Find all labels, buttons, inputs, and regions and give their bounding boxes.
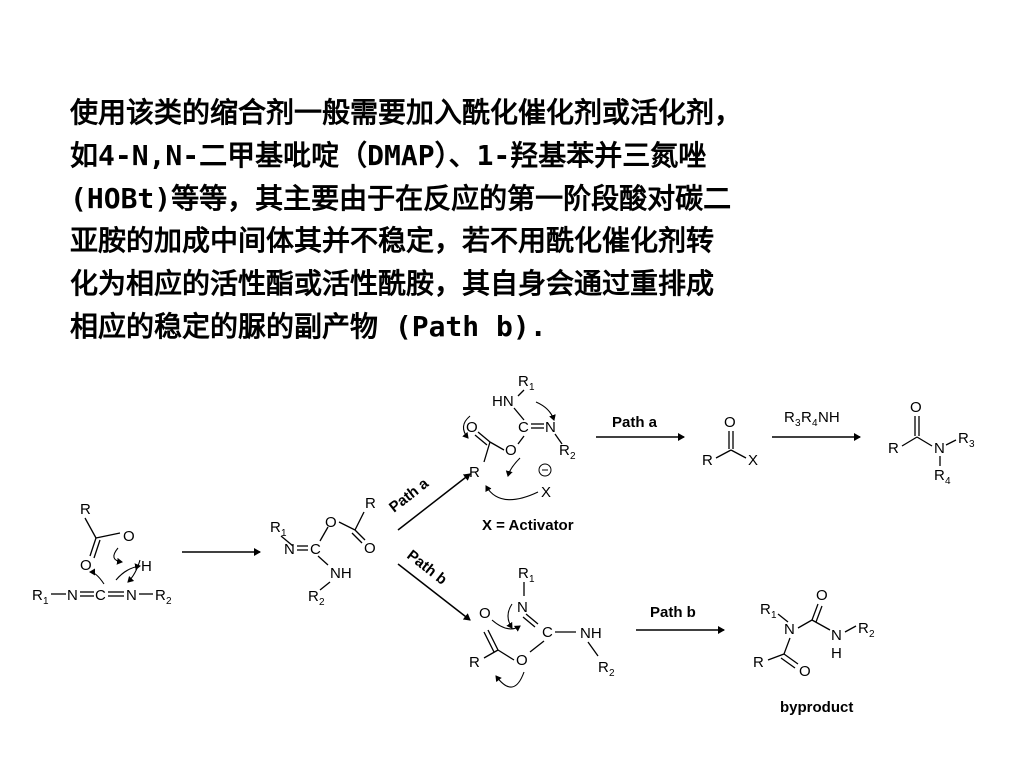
svg-text:N: N bbox=[517, 599, 528, 616]
svg-text:O: O bbox=[364, 540, 376, 557]
svg-text:R: R bbox=[858, 620, 869, 637]
svg-text:R: R bbox=[308, 588, 319, 605]
svg-text:O: O bbox=[516, 652, 528, 669]
svg-text:3: 3 bbox=[969, 439, 975, 450]
svg-text:2: 2 bbox=[609, 668, 615, 679]
svg-text:3: 3 bbox=[795, 418, 801, 429]
svg-text:NH: NH bbox=[818, 409, 840, 426]
svg-text:R: R bbox=[801, 409, 812, 426]
svg-text:NH: NH bbox=[330, 565, 352, 582]
activated-acyl-product: O R X bbox=[702, 414, 758, 469]
svg-text:R: R bbox=[155, 587, 166, 604]
svg-text:R: R bbox=[518, 565, 529, 582]
svg-text:C: C bbox=[518, 419, 529, 436]
svg-text:O: O bbox=[816, 587, 828, 604]
svg-text:1: 1 bbox=[281, 528, 287, 539]
svg-text:N: N bbox=[67, 587, 78, 604]
svg-text:R: R bbox=[784, 409, 795, 426]
path-b-diagonal-label: Path b bbox=[404, 547, 451, 589]
svg-text:R: R bbox=[469, 654, 480, 671]
svg-text:O: O bbox=[505, 442, 517, 459]
svg-text:R: R bbox=[469, 464, 480, 481]
svg-text:R: R bbox=[80, 501, 91, 518]
svg-text:O: O bbox=[479, 605, 491, 622]
path-a-diagonal-label: Path a bbox=[386, 475, 432, 517]
svg-text:2: 2 bbox=[570, 451, 576, 462]
svg-text:O: O bbox=[325, 514, 337, 531]
svg-text:N: N bbox=[934, 440, 945, 457]
activator-definition: X = Activator bbox=[482, 517, 574, 534]
path-a-horizontal-label: Path a bbox=[612, 414, 658, 431]
svg-text:R: R bbox=[958, 430, 969, 447]
paragraph-line: 亚胺的加成中间体其并不稳定，若不用酰化催化剂转 bbox=[70, 224, 715, 258]
svg-text:N: N bbox=[284, 541, 295, 558]
svg-text:1: 1 bbox=[529, 574, 535, 585]
svg-text:1: 1 bbox=[529, 382, 535, 393]
paragraph-line: (HOBt)等等，其主要由于在反应的第一阶段酸对碳二 bbox=[70, 181, 732, 215]
paragraph-line: 如4-N,N-二甲基吡啶（DMAP）、1-羟基苯并三氮唑 bbox=[70, 138, 707, 172]
svg-text:R: R bbox=[32, 587, 43, 604]
svg-text:O: O bbox=[466, 419, 478, 436]
svg-text:R: R bbox=[934, 467, 945, 484]
svg-text:R: R bbox=[702, 452, 713, 469]
paragraph-line: 相应的稳定的脲的副产物 (Path b). bbox=[70, 309, 547, 343]
svg-text:NH: NH bbox=[580, 625, 602, 642]
svg-text:C: C bbox=[542, 624, 553, 641]
svg-text:R: R bbox=[598, 659, 609, 676]
svg-text:R: R bbox=[518, 373, 529, 390]
svg-text:4: 4 bbox=[945, 476, 951, 487]
svg-text:R: R bbox=[760, 601, 771, 618]
paragraph-line: 化为相应的活性酯或活性酰胺，其自身会通过重排成 bbox=[70, 267, 715, 301]
svg-text:N: N bbox=[545, 419, 556, 436]
svg-text:R: R bbox=[888, 440, 899, 457]
svg-text:2: 2 bbox=[319, 597, 325, 608]
svg-text:N: N bbox=[126, 587, 137, 604]
byproduct-label: byproduct bbox=[780, 699, 853, 716]
description-paragraph: 使用该类的缩合剂一般需要加入酰化催化剂或活化剂， 如4-N,N-二甲基吡啶（DM… bbox=[70, 92, 900, 349]
svg-text:R: R bbox=[270, 519, 281, 536]
svg-text:4: 4 bbox=[812, 418, 818, 429]
svg-text:1: 1 bbox=[43, 596, 49, 607]
path-a-arrow bbox=[397, 473, 471, 531]
svg-text:R: R bbox=[559, 442, 570, 459]
svg-text:2: 2 bbox=[869, 629, 875, 640]
svg-text:N: N bbox=[784, 621, 795, 638]
svg-text:O: O bbox=[80, 557, 92, 574]
path-b-horizontal-label: Path b bbox=[650, 604, 696, 621]
svg-text:1: 1 bbox=[771, 610, 777, 621]
svg-text:HN: HN bbox=[492, 393, 514, 410]
svg-text:R: R bbox=[365, 495, 376, 512]
svg-text:H: H bbox=[141, 558, 152, 575]
svg-text:O: O bbox=[724, 414, 736, 431]
svg-text:X: X bbox=[748, 452, 758, 469]
svg-text:O: O bbox=[910, 399, 922, 416]
svg-text:2: 2 bbox=[166, 596, 172, 607]
paragraph-line: 使用该类的缩合剂一般需要加入酰化催化剂或活化剂， bbox=[70, 96, 743, 129]
svg-text:R: R bbox=[753, 654, 764, 671]
svg-text:C: C bbox=[95, 587, 106, 604]
svg-text:N: N bbox=[831, 627, 842, 644]
svg-text:O: O bbox=[799, 663, 811, 680]
path-b-arrow bbox=[397, 563, 471, 621]
svg-text:O: O bbox=[123, 528, 135, 545]
svg-text:H: H bbox=[831, 645, 842, 662]
svg-text:C: C bbox=[310, 541, 321, 558]
svg-text:X: X bbox=[541, 484, 551, 501]
